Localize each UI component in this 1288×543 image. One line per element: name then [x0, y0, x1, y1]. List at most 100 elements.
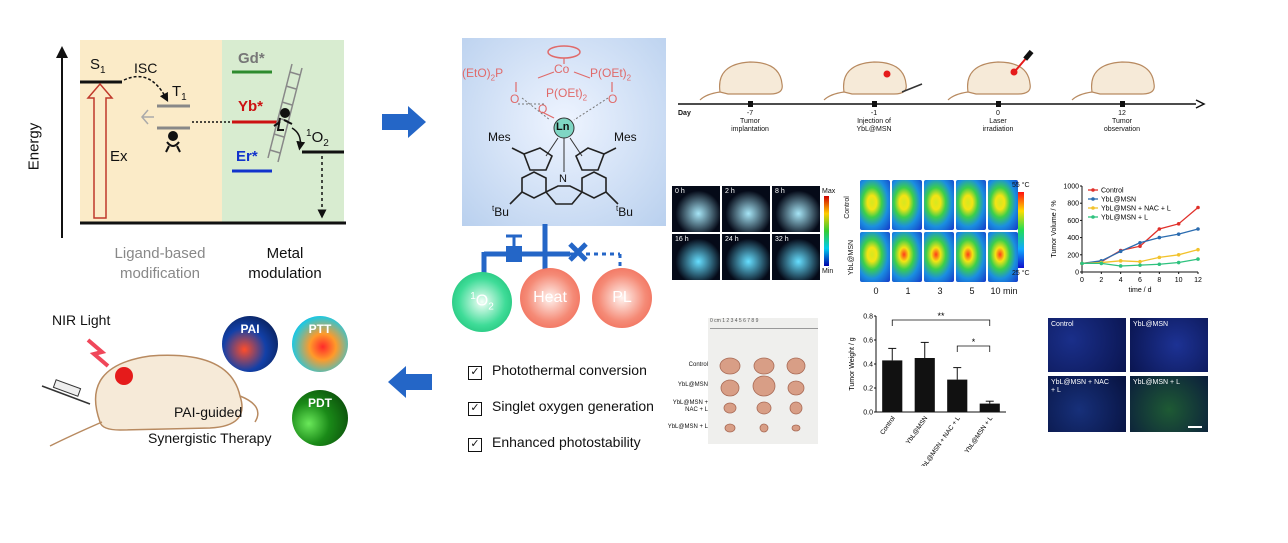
x-axis-label: time / d: [1129, 287, 1152, 294]
photo-row-label-text: YbL@MSN: [677, 382, 708, 388]
timeline-day-label: Day: [678, 110, 691, 117]
photo-row-label-text: YbL@MSN + NAC + L: [672, 400, 708, 413]
mouse-icon: [699, 61, 783, 101]
nir-light-bolt-icon: [86, 338, 110, 368]
pa-scale-max: Max: [822, 188, 835, 195]
bar: [882, 360, 903, 412]
experiment-timeline: Day -7 Tumor implantation -1 Injection o…: [676, 48, 1206, 160]
y-axis-label: Tumor Weight / g: [849, 337, 856, 390]
er-text: Er*: [236, 148, 258, 165]
staining-image: YbL@MSN + NAC + L: [1048, 376, 1126, 432]
etoxy-left-sub: 2: [490, 73, 496, 83]
timeline-point-day: -1: [870, 110, 878, 117]
timeline-point-line2: irradiation: [982, 126, 1014, 133]
nir-light-text: NIR Light: [52, 312, 111, 328]
heat-output: Heat: [520, 268, 580, 328]
therapy-panel: NIR Light PAI PTT PDT PAI-guided Synergi…: [40, 306, 390, 466]
timeline-point-line1: Laser: [989, 118, 1007, 125]
category-label: Control: [879, 415, 897, 437]
tumor-specimen: [719, 357, 741, 375]
thermal-image-grid: [860, 180, 1020, 284]
timeline-point-line1: Tumor: [1112, 118, 1132, 125]
thermal-time-label: 5: [969, 286, 975, 296]
o-mid-label: O: [538, 102, 547, 116]
photo-row-label: YbL@MSN + L: [662, 424, 708, 431]
thermal-row-label-ybl: YbL@MSN: [848, 240, 855, 275]
mouse-icon: [947, 61, 1031, 101]
data-point: [1118, 249, 1123, 254]
tumor-specimen: [724, 423, 736, 433]
tbu-right-text: Bu: [618, 205, 633, 219]
significance-bracket: [956, 345, 991, 352]
thermal-scale-min-text: 25 °C: [1012, 270, 1030, 277]
mouse-icon: [1071, 61, 1155, 101]
staining-image: YbL@MSN: [1130, 318, 1208, 372]
ex-label: Ex: [110, 148, 128, 165]
co-label: Co: [554, 62, 569, 76]
p-mid-text: P(OEt): [546, 86, 583, 100]
legend-marker: [1091, 215, 1095, 219]
singlet-output-text: O: [475, 292, 489, 310]
climber-figure-icon: [273, 108, 293, 131]
etoxy-left-text: (EtO): [462, 66, 491, 80]
synergistic-therapy-caption: Synergistic Therapy: [148, 430, 271, 446]
p-mid-sub: 2: [582, 93, 588, 103]
pa-image-tile: 16 h: [672, 234, 720, 280]
pa-image-time: 2 h: [725, 188, 735, 195]
yb-label: Yb*: [238, 98, 263, 115]
tumor-specimen: [753, 357, 775, 375]
x-tick-label: 2: [1099, 277, 1103, 284]
pai-image: PAI: [222, 316, 278, 372]
co-text: Co: [554, 62, 570, 76]
tbu-right-label: tBu: [616, 204, 633, 219]
mes-left-text: Mes: [488, 130, 511, 144]
timeline-point-line1: Injection of: [857, 118, 891, 125]
p-right-label: P(OEt)2: [590, 66, 631, 82]
data-point: [1157, 255, 1162, 260]
thermal-image-tile: [924, 180, 954, 230]
staining-panel: Control YbL@MSN YbL@MSN + NAC + L YbL@MS…: [1048, 318, 1210, 434]
pl-output-label: PL: [612, 289, 632, 306]
pdt-image: PDT: [292, 390, 348, 446]
x-tick-label: 4: [1119, 277, 1123, 284]
checklist-item: ✓Enhanced photostability: [468, 424, 654, 460]
gd-label: Gd*: [238, 50, 265, 67]
singlet-oxygen-output-label: 1O2: [470, 291, 494, 313]
pai-guided-caption: PAI-guided: [174, 404, 242, 420]
syringe-icon: [901, 83, 923, 93]
left-arrow-icon: [388, 366, 432, 398]
energy-diagram: Energy S1 ISC T1 Ex Gd* Yb* Er* 1O2 Liga…: [25, 38, 350, 288]
corrole-ring-icon: [509, 147, 619, 205]
data-point: [1157, 227, 1162, 231]
thermal-image-tile: [860, 180, 890, 230]
y-tick-label: 0.0: [863, 410, 873, 417]
y-tick-label: 1000: [1063, 184, 1079, 191]
checklist-item-label: Photothermal conversion: [492, 362, 647, 378]
tumor-specimen: [759, 423, 769, 433]
pai-label: PAI: [240, 322, 260, 336]
y-tick-label: 400: [1067, 235, 1079, 242]
laser-icon: [1015, 49, 1034, 71]
pa-scale-min-text: Min: [822, 268, 834, 275]
data-point: [1138, 244, 1142, 248]
timeline-point-day: 12: [1118, 110, 1126, 117]
staining-label: YbL@MSN: [1133, 321, 1169, 328]
ligand-caption-line2: modification: [119, 265, 201, 282]
significance-label: **: [937, 311, 945, 321]
tumor-specimen: [786, 357, 806, 375]
y-tick-label: 0.6: [863, 338, 873, 345]
etoxy-left-label: (EtO)2P: [462, 66, 503, 82]
cyclopentadienyl-ring-icon: [547, 45, 581, 59]
data-point: [1176, 232, 1181, 236]
data-point: [1099, 261, 1104, 266]
o2-sup: 1: [306, 128, 312, 139]
data-point: [1196, 227, 1200, 231]
p-left-text: P: [495, 66, 504, 80]
bar: [979, 403, 1000, 412]
staining-label: YbL@MSN + L: [1133, 379, 1180, 386]
pa-image-tile: 8 h: [772, 186, 820, 232]
